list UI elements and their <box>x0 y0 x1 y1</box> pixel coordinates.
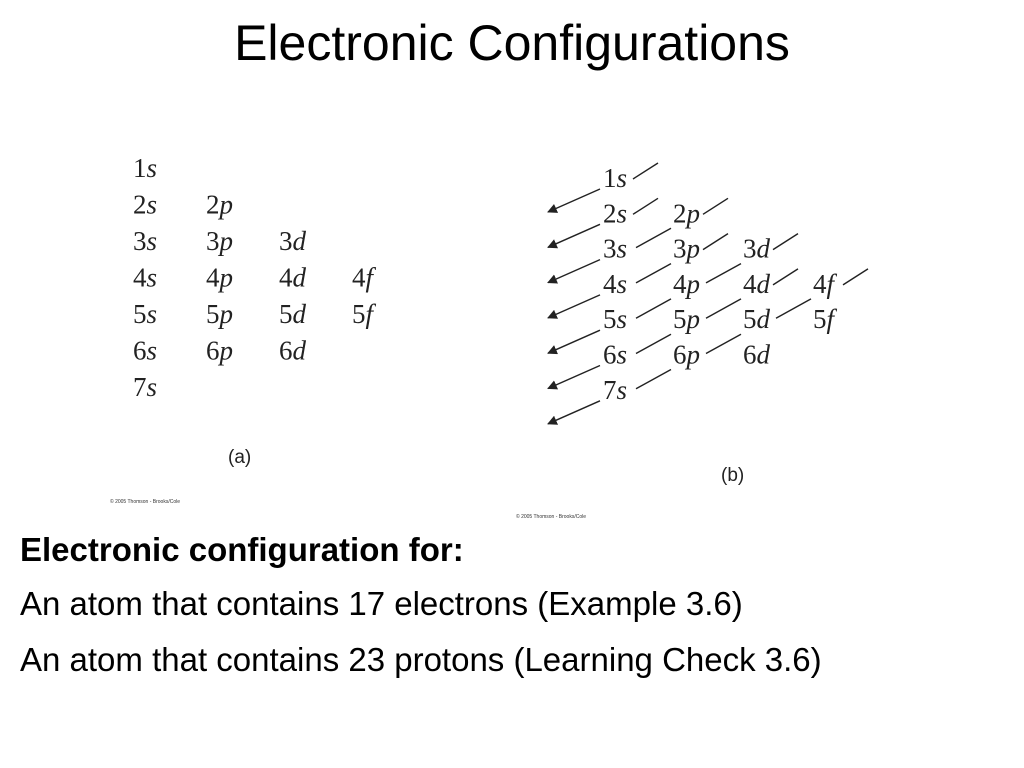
orbital-a-6d: 6d <box>279 336 307 366</box>
diagonal-line-1-start <box>632 197 659 215</box>
orbital-b-4f: 4f <box>813 269 838 299</box>
orbital-a-2p: 2p <box>206 190 233 220</box>
copyright-a: © 2005 Thomson - Brooks/Cole <box>110 498 180 505</box>
orbital-a-4f: 4f <box>352 263 377 293</box>
orbital-a-4d: 4d <box>279 263 307 293</box>
orbital-a-4p: 4p <box>206 263 233 293</box>
body-heading: Electronic configuration for: <box>20 531 464 568</box>
orbital-b-4d: 4d <box>743 269 771 299</box>
orbital-b-7s: 7s <box>603 375 627 405</box>
orbital-b-5p: 5p <box>673 304 700 334</box>
orbital-a-3p: 3p <box>206 226 233 256</box>
diagonal-arrow-0 <box>547 188 601 213</box>
diagonal-line-5-seg-0 <box>705 298 742 319</box>
orbital-b-3s: 3s <box>603 234 627 264</box>
orbital-grid-a: 1s 2s 2p 3s 3p 3d 4s 4p 4d 4f 5s 5p 5d 5f 6s 6p 6d 7s <box>133 153 377 402</box>
diagonal-line-4-seg-0 <box>705 262 742 284</box>
diagonal-line-0-start <box>632 162 659 180</box>
diagonal-line-4-seg-1 <box>635 298 672 319</box>
orbital-grid-b: 1s 2s 2p 3s 3p 3d 4s 4p 4d 4f 5s 5p 5d 5f 6s 6p 6d 7s <box>603 163 838 405</box>
question-item-1: An atom that contains 17 electrons (Exam… <box>20 585 743 622</box>
diagonal-line-3-seg-0 <box>635 262 672 284</box>
diagonal-arrow-3 <box>547 294 601 319</box>
orbital-b-5d: 5d <box>743 304 771 334</box>
orbital-a-7s: 7s <box>133 372 157 402</box>
orbital-a-5p: 5p <box>206 299 233 329</box>
diagonal-arrow-2 <box>547 258 601 284</box>
body-text: Electronic configuration for: An atom th… <box>20 528 1010 694</box>
orbital-a-3s: 3s <box>133 226 157 256</box>
diagonal-line-5-start <box>772 268 799 286</box>
orbital-b-3d: 3d <box>743 234 771 264</box>
orbital-b-5f: 5f <box>813 304 838 334</box>
orbital-b-6p: 6p <box>673 340 700 370</box>
orbital-b-3p: 3p <box>673 234 700 264</box>
orbital-b-5s: 5s <box>603 304 627 334</box>
caption-b: (b) <box>721 465 744 486</box>
diagonal-line-6-seg-1 <box>705 333 742 355</box>
orbital-b-6d: 6d <box>743 340 771 370</box>
diagonal-line-6-start <box>842 268 869 286</box>
caption-a: (a) <box>228 447 251 468</box>
question-item-2: An atom that contains 23 protons (Learni… <box>20 641 822 678</box>
diagonal-line-6-seg-0 <box>775 298 812 319</box>
orbital-a-6p: 6p <box>206 336 233 366</box>
orbital-a-5d: 5d <box>279 299 307 329</box>
orbital-b-4s: 4s <box>603 269 627 299</box>
diagonal-line-2-start <box>702 197 729 215</box>
diagonal-line-3-start <box>702 233 729 251</box>
orbital-b-4p: 4p <box>673 269 700 299</box>
diagonal-line-6-seg-2 <box>635 368 672 390</box>
copyright-b: © 2005 Thomson - Brooks/Cole <box>516 513 586 520</box>
diagonal-line-2-seg-0 <box>635 227 672 249</box>
orbital-a-5f: 5f <box>352 299 377 329</box>
diagonal-line-4-start <box>772 233 799 251</box>
orbital-b-2p: 2p <box>673 198 700 228</box>
orbital-b-6s: 6s <box>603 340 627 370</box>
orbital-a-2s: 2s <box>133 190 157 220</box>
diagonal-arrow-4 <box>547 329 601 355</box>
orbital-a-3d: 3d <box>279 226 307 256</box>
orbital-a-1s: 1s <box>133 153 157 183</box>
orbital-b-2s: 2s <box>603 198 627 228</box>
slide-title: Electronic Configurations <box>234 15 790 71</box>
orbital-a-4s: 4s <box>133 263 157 293</box>
diagonal-arrow-5 <box>547 364 601 390</box>
diagonal-arrow-1 <box>547 223 601 249</box>
diagonal-line-5-seg-1 <box>635 333 672 355</box>
diagonal-rule-lines <box>547 162 869 425</box>
orbital-a-5s: 5s <box>133 299 157 329</box>
orbital-b-1s: 1s <box>603 163 627 193</box>
orbital-a-6s: 6s <box>133 336 157 366</box>
diagonal-arrow-6 <box>547 400 601 425</box>
